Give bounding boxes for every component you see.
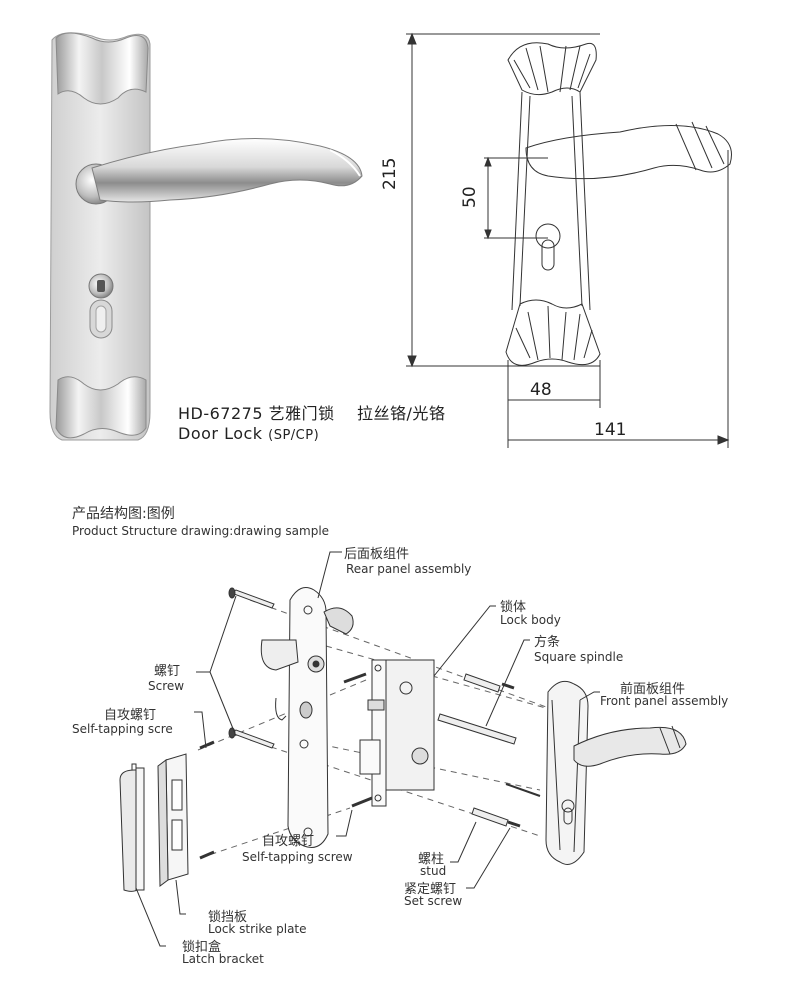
dimension-handle-offset: 50 (460, 186, 480, 208)
label-self-tapping-left-cn: 自攻螺钉 (104, 708, 157, 723)
front-panel (545, 680, 687, 865)
latch-box (119, 763, 145, 892)
structure-title-cn: 产品结构图:图例 (72, 506, 175, 522)
label-strike-plate-en: Lock strike plate (208, 922, 307, 936)
product-name-cn: 艺雅门锁 (268, 404, 335, 423)
exploded-view (119, 551, 687, 947)
label-spindle-cn: 方条 (534, 635, 561, 650)
screws-upper (228, 587, 275, 749)
label-screw-en: Screw (148, 679, 185, 693)
rear-panel (260, 587, 354, 848)
label-spindle-en: Square spindle (534, 650, 624, 664)
label-self-tapping-bottom-cn: 自攻螺钉 (262, 834, 315, 849)
label-front-panel-cn: 前面板组件 (620, 682, 686, 697)
label-latch-bracket-cn: 锁扣盒 (182, 940, 222, 955)
product-photo (49, 32, 363, 441)
label-strike-plate-cn: 锁挡板 (208, 910, 248, 925)
label-latch-bracket-en: Latch bracket (182, 952, 264, 966)
finish-en: (SP/CP) (268, 428, 320, 443)
studs (463, 673, 521, 828)
dimension-plate-width: 48 (530, 380, 552, 400)
product-subtitle: Door Lock (SP/CP) (178, 424, 319, 443)
label-self-tapping-bottom-en: Self-tapping screw (242, 850, 353, 864)
finish-cn: 拉丝铬/光铬 (356, 404, 446, 423)
strike-plate (157, 753, 189, 887)
label-stud-en: stud (420, 864, 447, 878)
label-front-panel-en: Front panel assembly (600, 694, 729, 708)
product-name-en: Door Lock (178, 424, 263, 443)
lock-body (359, 659, 435, 807)
label-lock-body-en: Lock body (500, 613, 561, 627)
label-self-tapping-left-en: Self-tapping scre (72, 722, 173, 736)
label-rear-panel-en: Rear panel assembly (346, 562, 472, 576)
label-rear-panel-cn: 后面板组件 (344, 547, 410, 562)
model-number: HD-67275 (178, 404, 264, 423)
label-set-screw-cn: 紧定螺钉 (404, 882, 457, 897)
dimension-total-width: 141 (594, 420, 627, 440)
dimension-height: 215 (380, 157, 400, 190)
label-lock-body-cn: 锁体 (500, 600, 527, 615)
technical-drawing (406, 32, 732, 448)
label-stud-cn: 螺柱 (418, 852, 445, 867)
leader-lines (135, 551, 600, 947)
product-title: HD-67275 艺雅门锁 拉丝铬/光铬 (178, 400, 445, 424)
structure-title-en: Product Structure drawing:drawing sample (72, 524, 330, 538)
spindle (437, 713, 541, 797)
label-screw-cn: 螺钉 (154, 664, 181, 679)
self-tapping-screws (199, 672, 373, 860)
label-set-screw-en: Set screw (404, 894, 463, 908)
